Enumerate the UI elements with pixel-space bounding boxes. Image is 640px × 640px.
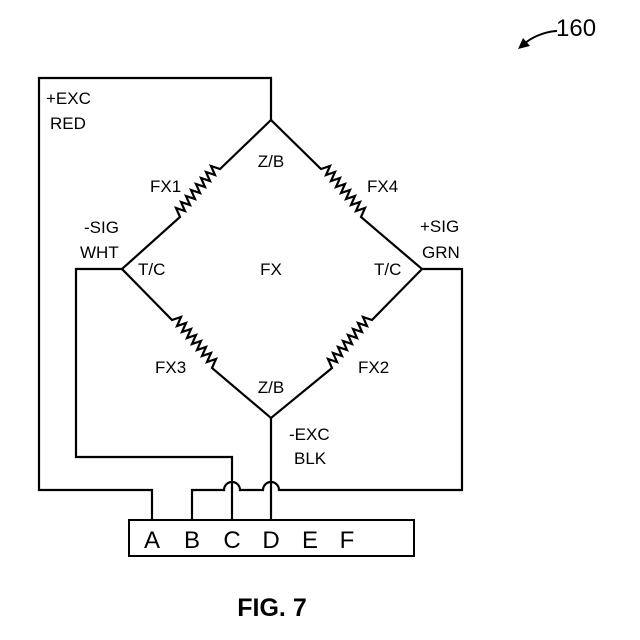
resistor-label-fx2: FX2: [358, 358, 389, 377]
wire-exc-positive-path: [39, 78, 271, 520]
wire-exc-positive: +EXC RED: [39, 78, 271, 520]
wire-sig-negative-path: [76, 269, 232, 520]
reference-arrow: [524, 31, 556, 44]
wire-exc-negative-signal: -EXC: [289, 425, 330, 444]
connector-pin-a: A: [144, 527, 160, 554]
figure-caption: FIG. 7: [237, 594, 306, 622]
bridge-arm-fx4: [271, 120, 422, 269]
reference-indicator: 160: [518, 15, 596, 49]
wire-exc-positive-color: RED: [50, 114, 86, 133]
bridge: Z/B Z/B T/C T/C FX FX1 FX4 FX3 FX2: [122, 120, 422, 418]
bridge-top-node-label: Z/B: [258, 152, 284, 171]
connector-pin-f: F: [340, 527, 355, 554]
bridge-arm-fx2: [271, 269, 422, 418]
bridge-left-node-label: T/C: [138, 260, 165, 279]
connector-pin-e: E: [302, 527, 318, 554]
wire-sig-negative-signal: -SIG: [84, 218, 119, 237]
resistor-label-fx3: FX3: [155, 358, 186, 377]
resistor-label-fx4: FX4: [367, 177, 398, 196]
wire-sig-positive-signal: +SIG: [420, 217, 459, 236]
wire-exc-negative-color: BLK: [294, 449, 327, 468]
wire-exc-positive-signal: +EXC: [46, 89, 91, 108]
connector: A B C D E F: [129, 520, 414, 556]
bridge-arm-fx3: [122, 269, 271, 418]
wire-exc-negative: -EXC BLK: [271, 418, 330, 520]
wire-sig-positive-color: GRN: [422, 243, 460, 262]
wire-sig-negative-color: WHT: [80, 243, 119, 262]
reference-number: 160: [556, 15, 596, 42]
bridge-center-label: FX: [260, 260, 282, 279]
resistor-label-fx1: FX1: [150, 177, 181, 196]
bridge-arm-fx1: [122, 120, 271, 269]
connector-pin-c: C: [223, 527, 240, 554]
bridge-right-node-label: T/C: [374, 260, 401, 279]
connector-pin-d: D: [262, 527, 279, 554]
bridge-bottom-node-label: Z/B: [258, 378, 284, 397]
connector-pin-b: B: [184, 527, 200, 554]
wire-sig-positive-path: [192, 269, 462, 520]
